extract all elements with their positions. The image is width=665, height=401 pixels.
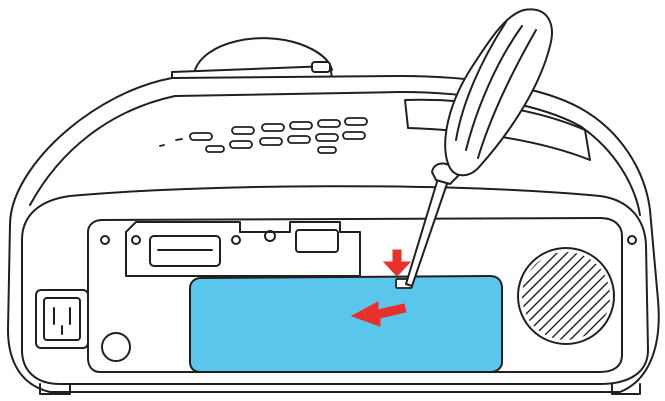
power-inlet-icon <box>36 290 88 348</box>
lamp-cover <box>190 276 502 372</box>
top-button <box>312 62 330 72</box>
round-button <box>102 333 130 361</box>
